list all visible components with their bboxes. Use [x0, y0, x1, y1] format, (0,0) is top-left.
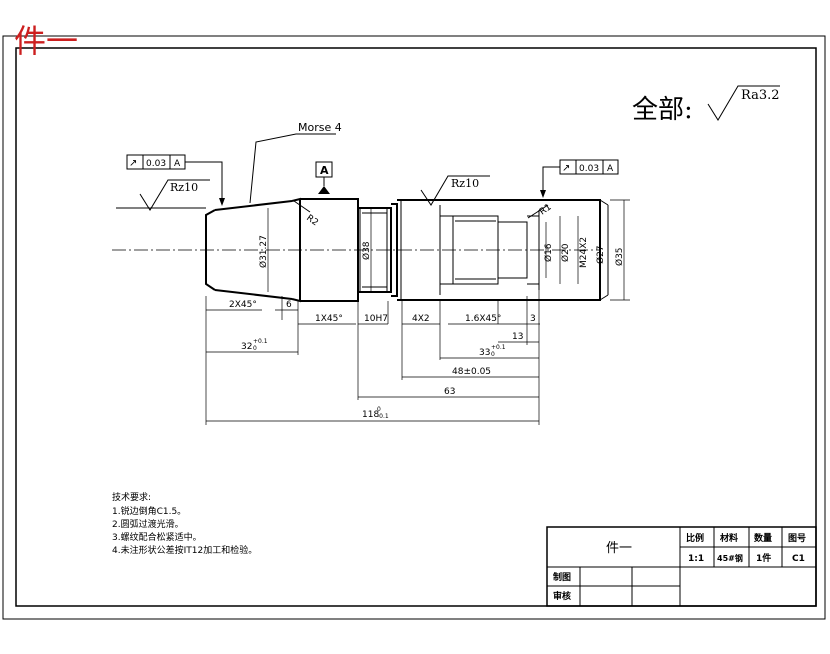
roughness-right-label: Rz10	[451, 177, 479, 190]
tol-left-value: 0.03	[146, 159, 166, 169]
technical-notes: 技术要求: 1.锐边倒角C1.5。 2.圆弧过渡光滑。 3.螺纹配合松紧适中。 …	[112, 491, 257, 556]
dim-outer35-label: Ø35	[614, 247, 625, 266]
radius-r2: R2	[293, 200, 320, 228]
dim-groove-label: 10H7	[364, 314, 388, 324]
title-mark: 件一	[14, 22, 78, 60]
dim-outer35: Ø35	[610, 199, 630, 301]
title-block-value: 1:1	[688, 554, 704, 564]
roughness-left-label: Rz10	[170, 181, 198, 194]
note-item: 3.螺纹配合松紧适中。	[112, 531, 202, 543]
dim-len118: 118 0-0.1	[206, 406, 539, 422]
dim-thread: M24X2	[577, 216, 589, 284]
tol-right-value: 0.03	[579, 164, 599, 174]
tolerance-frame-right: ↗ 0.03 A	[540, 159, 619, 198]
dim-len48: 48±0.05	[402, 367, 539, 378]
dim-taper-dia: Ø31.27	[258, 208, 269, 292]
dim-len33-label: 33	[479, 348, 490, 358]
dim-groove4x2-label: 4X2	[412, 314, 430, 324]
outer-border	[2, 35, 826, 620]
note-item: 1.锐边倒角C1.5。	[112, 505, 186, 517]
dim-len32-label: 32	[241, 342, 252, 352]
dim-outer27-label: Ø27	[595, 245, 606, 264]
global-roughness-label: 全部:	[632, 95, 693, 125]
taper-callout: Morse 4	[249, 121, 342, 204]
dim-collar-dia: Ø38	[361, 208, 372, 292]
global-roughness-value: Ra3.2	[741, 88, 780, 103]
roughness-left: Rz10	[139, 179, 210, 211]
note-item: 2.圆弧过渡光滑。	[112, 518, 184, 530]
dim-len63-label: 63	[444, 387, 455, 397]
tol-right-datum: A	[607, 164, 614, 174]
dim-width6-label: 6	[286, 300, 292, 310]
dim-chamfer2-label: 2X45°	[229, 300, 257, 310]
dim-chamfer16-label: 1.6X45°	[465, 314, 501, 324]
dim-bore16-label: Ø16	[543, 243, 554, 262]
title-block: 件一 比例 材料 数量 图号 1:1 45#钢 1件 C1 制图 审核	[546, 526, 817, 607]
tol-left-symbol: ↗	[129, 158, 137, 169]
global-roughness: 全部: Ra3.2	[632, 85, 780, 125]
title-block-header: 比例	[686, 532, 704, 544]
dim-len13-label: 13	[512, 332, 523, 342]
dim-thread-label: M24X2	[579, 237, 589, 268]
title-block-header: 材料	[719, 532, 738, 544]
note-item: 4.未注形状公差按IT12加工和检验。	[112, 544, 257, 556]
dim-bore20-label: Ø20	[560, 243, 571, 262]
dim-len63: 63	[358, 387, 539, 398]
inner-border	[15, 47, 817, 607]
datum-letter: A	[320, 164, 329, 177]
part-outline	[116, 197, 609, 303]
tol-right-symbol: ↗	[562, 163, 570, 174]
title-block-value: C1	[792, 554, 805, 564]
r2-label: R2	[304, 213, 320, 228]
datum-a: A	[315, 161, 333, 194]
dim-bore20: Ø20	[559, 216, 571, 284]
tol-left-datum: A	[174, 159, 181, 169]
dim-row-1: 2X45° 6 1X45° 10H7 4X2 1.6X45° 3 13	[205, 290, 540, 425]
title-block-header: 数量	[754, 532, 772, 544]
dim-chamfer1-label: 1X45°	[315, 314, 343, 324]
dim-taper-dia-label: Ø31.27	[258, 235, 269, 268]
tolerance-frame-left: ↗ 0.03 A	[126, 154, 225, 206]
roughness-right: Rz10	[420, 175, 490, 206]
dim-len118-label: 118	[362, 410, 379, 420]
dim-len118-tol: 0-0.1	[377, 406, 389, 420]
dim-collar-dia-label: Ø38	[361, 241, 372, 260]
title-block-part-name: 件一	[606, 541, 632, 556]
dim-len48-label: 48±0.05	[452, 367, 491, 377]
title-block-value: 45#钢	[717, 553, 743, 563]
title-block-header: 图号	[788, 533, 806, 544]
title-block-drawn-by: 制图	[553, 571, 571, 583]
dim-len3-label: 3	[530, 314, 536, 324]
taper-label: Morse 4	[298, 121, 342, 134]
dim-bore16: Ø16	[543, 222, 554, 278]
notes-heading: 技术要求:	[112, 491, 151, 503]
radius-r1: R1	[527, 202, 554, 219]
dim-outer27: Ø27	[595, 210, 606, 290]
title-block-checked-by: 审核	[553, 590, 571, 602]
title-block-value: 1件	[756, 552, 771, 564]
r1-label: R1	[538, 202, 554, 217]
